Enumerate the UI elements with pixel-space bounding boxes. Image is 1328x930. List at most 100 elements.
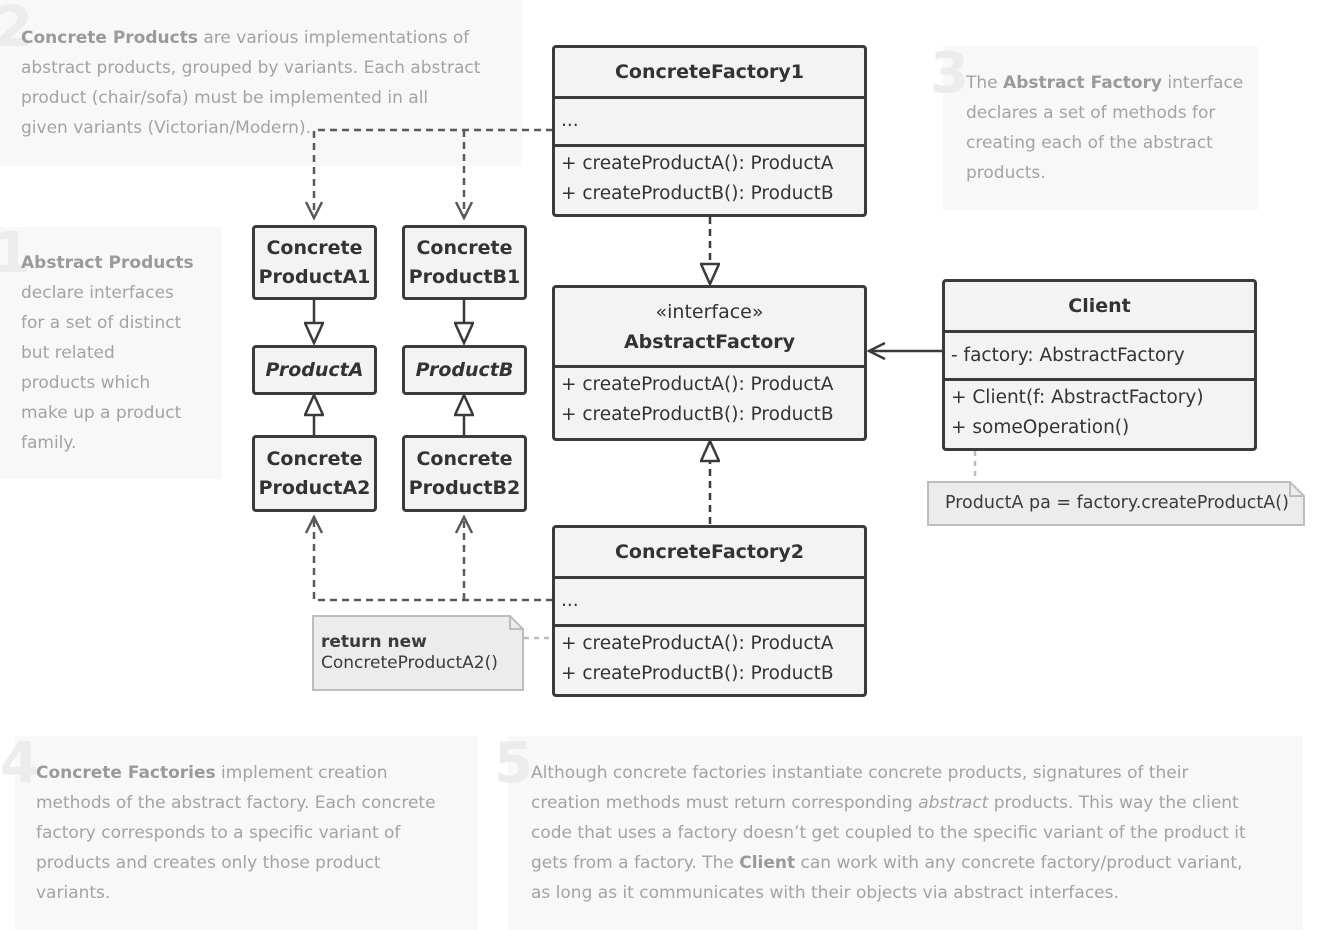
note-2-line: given variants (Victorian/Modern). [21,118,311,138]
method: + createProductB(): ProductB [561,663,834,684]
class-methods-section: + createProductA(): ProductA + createPro… [555,624,864,694]
note-3-line: creating each of the abstract [966,133,1213,153]
note-concrete-products [0,0,522,166]
method: + createProductA(): ProductA [561,633,834,654]
method: + createProductB(): ProductB [561,404,834,425]
note-2-lead: Concrete Products [21,28,198,48]
note-5-line: code that uses a factory doesn’t get cou… [531,823,1246,843]
memo-fold-client [1289,482,1304,497]
method: + someOperation() [951,417,1130,438]
class-concrete-factory-2: ConcreteFactory2 ... + createProductA():… [552,525,867,697]
note-1-line: declare interfaces [21,283,174,303]
method: + createProductA(): ProductA [561,153,834,174]
class-methods-section: + Client(f: AbstractFactory) + someOpera… [945,378,1254,448]
class-fields: ... [561,590,579,611]
note-2-number: 2 [0,0,33,60]
product-name: ProductA [265,358,364,381]
note-abstract-products [0,227,222,479]
note-2-line: product (chair/sofa) must be implemented… [21,88,429,108]
memo-shape-cf2 [312,615,524,691]
note-2-line: abstract products, grouped by variants. … [21,58,481,78]
note-5-line: can work with any concrete factory/produ… [795,853,1243,873]
class-fields-section: - factory: AbstractFactory [945,330,1254,378]
method: + createProductA(): ProductA [561,374,834,395]
class-name: ConcreteFactory2 [614,541,805,563]
note-4-text: Concrete Factories implement creation me… [36,758,476,908]
product-name-line: Concrete [416,236,513,259]
note-4-line: implement creation [215,763,388,783]
class-fields-section: ... [555,96,864,144]
note-3-line: interface [1162,73,1244,93]
note-4-line: variants. [36,883,111,903]
note-1-line: but related [21,343,115,363]
class-name: ConcreteFactory1 [614,61,805,83]
note-5-client: Client [739,853,796,873]
note-4-number: 4 [0,731,39,796]
note-3-line: products. [966,163,1046,183]
product-name-line: Concrete [416,447,513,470]
note-3-lead: Abstract Factory [1003,73,1163,93]
product-name: ProductB [415,358,514,381]
class-concrete-factory-1: ConcreteFactory1 ... + createProductA():… [552,45,867,217]
class-product-b: ProductB [402,345,527,395]
note-client-explanation [508,736,1303,930]
note-5-line: Although concrete factories instantiate … [531,763,1189,783]
note-1-line: products which [21,373,151,393]
creates-line-cf2 [314,517,553,602]
class-name-section: ConcreteFactory1 [555,48,864,96]
note-1-line: family. [21,433,77,453]
product-name-line: Concrete [266,236,363,259]
product-name-line: ProductA2 [258,476,371,499]
note-3-number: 3 [930,41,969,106]
memo-cf2-code: return new ConcreteProductA2() [321,632,498,674]
note-1-line: make up a product [21,403,182,423]
method: + createProductB(): ProductB [561,183,834,204]
memo-cf2-line-1: return new [321,632,427,652]
product-name-line: ProductA1 [258,265,371,288]
class-name-section: «interface» AbstractFactory [555,288,864,365]
class-product-a: ProductA [252,345,377,395]
note-4-line: products and creates only those product [36,853,381,873]
note-1-number: 1 [0,221,31,286]
note-abstract-factory [943,46,1258,210]
memo-shape-client [927,481,1305,526]
product-name-line: ProductB1 [408,265,521,288]
note-1-lead: Abstract Products [21,253,194,273]
method: + Client(f: AbstractFactory) [951,387,1204,408]
class-name: Client [1068,295,1131,317]
creates-line-cf1 [314,128,553,218]
note-5-number: 5 [494,731,533,796]
class-methods-section: + createProductA(): ProductA + createPro… [555,365,864,438]
note-3-text: The Abstract Factory interface declares … [966,68,1256,188]
note-4-line: methods of the abstract factory. Each co… [36,793,436,813]
note-5-line: creation methods must return correspondi… [531,793,919,813]
note-1-line: for a set of distinct [21,313,182,333]
class-fields: - factory: AbstractFactory [951,345,1185,366]
class-client: Client - factory: AbstractFactory + Clie… [942,279,1257,451]
note-5-line: gets from a factory. The [531,853,740,873]
note-concrete-factories [15,736,478,930]
note-2-text: Concrete Products are various implementa… [21,23,521,143]
product-name-line: Concrete [266,447,363,470]
note-2-line: are various implementations of [197,28,470,48]
note-4-lead: Concrete Factories [36,763,216,783]
note-5-emphasis: abstract [918,793,989,813]
class-methods-section: + createProductA(): ProductA + createPro… [555,144,864,214]
class-stereotype: «interface» [655,300,764,323]
class-fields: ... [561,110,579,131]
note-5-text: Although concrete factories instantiate … [531,758,1301,908]
note-5-line: products. This way the client [988,793,1239,813]
class-name: AbstractFactory [623,330,796,353]
class-fields-section: ... [555,576,864,624]
note-3-pre: The [966,73,1004,93]
note-5-line: as long as it communicates with their ob… [531,883,1119,903]
memo-cf2-line-2: ConcreteProductA2() [321,653,498,673]
note-1-text: Abstract Products declare interfaces for… [21,248,221,458]
note-4-line: factory corresponds to a specific varian… [36,823,401,843]
memo-client-code: ProductA pa = factory.createProductA() [945,493,1289,513]
